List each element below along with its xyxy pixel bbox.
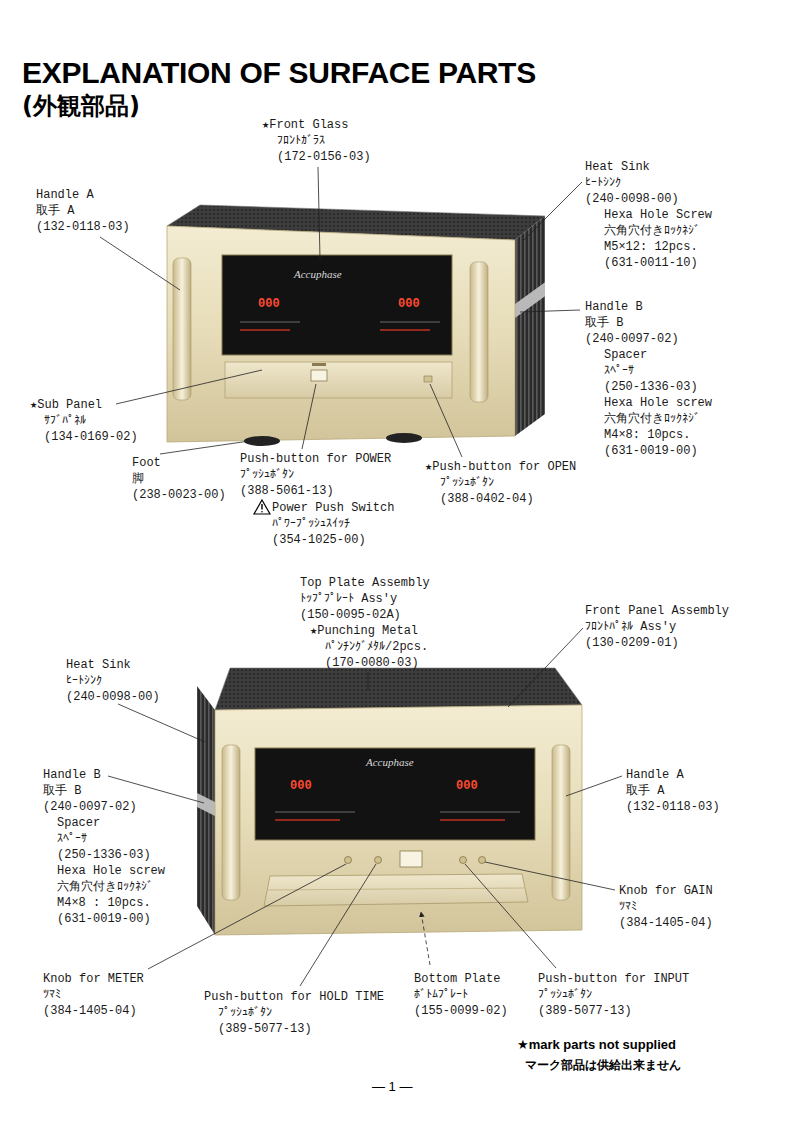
part-label: (240-0097-02) [585, 332, 679, 346]
part-label: ﾊﾟﾜｰﾌﾟｯｼｭｽｲｯﾁ [272, 517, 350, 531]
part-label: Knob for METER [43, 972, 144, 986]
part-label: Spacer [604, 348, 647, 362]
part-label: (389-5077-13) [218, 1022, 312, 1036]
part-label: 六角穴付きﾛｯｸﾈｼﾞ [604, 224, 700, 238]
part-label: ★Front Glass [262, 118, 348, 132]
part-label: ﾋｰﾄｼﾝｸ [66, 674, 102, 688]
part-label: ﾊﾟﾝﾁﾝｸﾞﾒﾀﾙ/2pcs. [325, 640, 428, 654]
amp-photo-front [167, 205, 545, 446]
part-label: ﾄｯﾌﾟﾌﾟﾚｰﾄ Ass'y [300, 592, 397, 606]
footnote: マーク部品は供給出来ません [525, 1058, 681, 1072]
meter-readout: 000 [398, 298, 420, 311]
part-label: Handle B [43, 768, 101, 782]
part-label: (240-0098-00) [585, 192, 679, 206]
part-label: ｽﾍﾟｰｻ [604, 364, 634, 378]
part-label: Heat Sink [585, 160, 650, 174]
part-label: 六角穴付きﾛｯｸﾈｼﾞ [604, 412, 700, 426]
part-label: 脚 [132, 472, 144, 486]
part-label: 取手 B [585, 316, 623, 330]
part-label: (384-1405-04) [619, 916, 713, 930]
part-label: ﾌﾟｯｼｭﾎﾞﾀﾝ [440, 476, 494, 490]
part-label: (132-0118-03) [36, 220, 130, 234]
warning-symbol [254, 500, 270, 514]
part-label: (240-0097-02) [43, 800, 137, 814]
part-label: ﾌﾛﾝﾄｶﾞﾗｽ [277, 134, 325, 148]
leader-lines [100, 167, 622, 986]
part-label: (134-0169-02) [44, 430, 138, 444]
part-label: M4×8: 10pcs. [604, 428, 690, 442]
part-label: ﾌﾟｯｼｭﾎﾞﾀﾝ [240, 468, 294, 482]
part-label: (354-1025-00) [272, 533, 366, 547]
brand-logo: Accuphase [366, 756, 414, 768]
page-number: — 1 — [372, 1080, 412, 1094]
part-label: (631-0011-10) [604, 256, 698, 270]
part-label: Hexa Hole Screw [604, 208, 712, 222]
part-label: Foot [132, 456, 161, 470]
part-label: Handle A [36, 188, 94, 202]
part-label: 六角穴付きﾛｯｸﾈｼﾞ [57, 880, 153, 894]
part-label: M5×12: 12pcs. [604, 240, 698, 254]
part-label: (130-0209-01) [585, 636, 679, 650]
meter-readout: 000 [290, 780, 312, 793]
part-label: ★Push-button for OPEN [425, 460, 576, 474]
part-label: ﾂﾏﾐ [43, 988, 61, 1002]
part-label: Front Panel Assembly [585, 604, 729, 618]
brand-logo: Accuphase [294, 268, 342, 280]
part-label: (155-0099-02) [414, 1004, 508, 1018]
part-label: M4×8 : 10pcs. [57, 896, 151, 910]
part-label: (631-0019-00) [57, 912, 151, 926]
part-label: (132-0118-03) [626, 800, 720, 814]
meter-readout: 000 [456, 780, 478, 793]
part-label: Power Push Switch [272, 501, 394, 515]
part-label: (172-0156-03) [277, 150, 371, 164]
part-label: Spacer [57, 816, 100, 830]
part-label: Hexa Hole screw [57, 864, 165, 878]
part-label: (631-0019-00) [604, 444, 698, 458]
part-label: Hexa Hole screw [604, 396, 712, 410]
part-label: Push-button for HOLD TIME [204, 990, 384, 1004]
part-label: ﾌﾛﾝﾄﾊﾟﾈﾙ Ass'y [585, 620, 676, 634]
part-label: Push-button for POWER [240, 452, 391, 466]
part-label: (240-0098-00) [66, 690, 160, 704]
part-label: Handle B [585, 300, 643, 314]
part-label: ★Punching Metal [310, 624, 418, 638]
part-label: ﾂﾏﾐ [619, 900, 637, 914]
part-label: 取手 A [36, 204, 74, 218]
part-label: Push-button for INPUT [538, 972, 689, 986]
part-label: (250-1336-03) [604, 380, 698, 394]
footnote: ★mark parts not supplied [517, 1038, 676, 1052]
part-label: (384-1405-04) [43, 1004, 137, 1018]
subtitle: (外観部品) [22, 92, 140, 120]
part-label: (250-1336-03) [57, 848, 151, 862]
part-label: (389-5077-13) [538, 1004, 632, 1018]
meter-readout: 000 [258, 298, 280, 311]
part-label: Bottom Plate [414, 972, 500, 986]
part-label: ｽﾍﾟｰｻ [57, 832, 87, 846]
part-label: (388-0402-04) [440, 492, 534, 506]
part-label: Heat Sink [66, 658, 131, 672]
part-label: ﾎﾞﾄﾑﾌﾟﾚｰﾄ [414, 988, 468, 1002]
part-label: Handle A [626, 768, 684, 782]
part-label: Top Plate Assembly [300, 576, 430, 590]
part-label: (238-0023-00) [132, 488, 226, 502]
part-label: (388-5061-13) [240, 484, 334, 498]
part-label: ｻﾌﾞﾊﾟﾈﾙ [44, 414, 86, 428]
part-label: ﾌﾟｯｼｭﾎﾞﾀﾝ [538, 988, 592, 1002]
part-label: 取手 B [43, 784, 81, 798]
page-title: EXPLANATION OF SURFACE PARTS [22, 56, 536, 90]
part-label: ﾋｰﾄｼﾝｸ [585, 176, 621, 190]
part-label: 取手 A [626, 784, 664, 798]
amp-photo-side [197, 668, 582, 935]
part-label: (150-0095-02A) [300, 608, 401, 622]
part-label: Knob for GAIN [619, 884, 713, 898]
part-label: (170-0080-03) [325, 656, 419, 670]
part-label: ﾌﾟｯｼｭﾎﾞﾀﾝ [218, 1006, 272, 1020]
part-label: ★Sub Panel [30, 398, 102, 412]
